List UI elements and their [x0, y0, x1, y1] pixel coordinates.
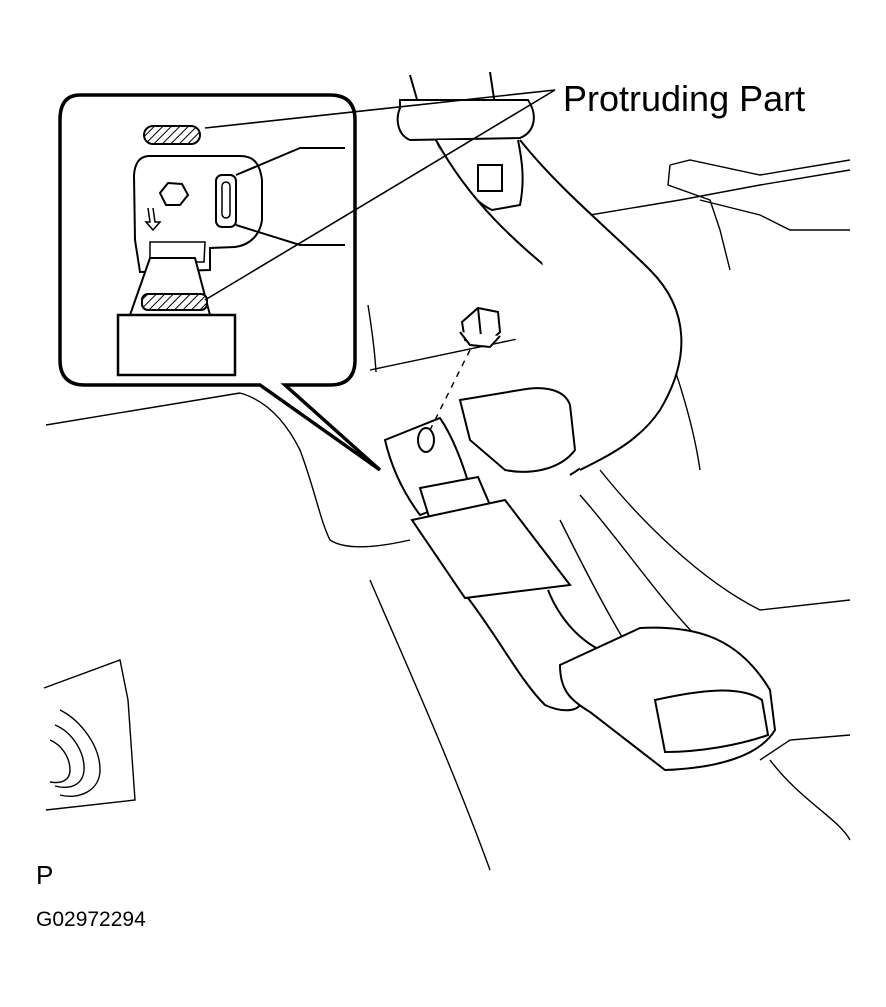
- view-code-label: P: [36, 860, 54, 890]
- figure-id-label: G02972294: [36, 908, 146, 931]
- vehicle-floor-outline: [44, 160, 850, 870]
- protruding-part-label: Protruding Part: [563, 78, 806, 119]
- lower-anchor-assembly: [385, 308, 775, 770]
- inset-detail-view: [60, 95, 380, 470]
- callout-leader-lines: [205, 90, 555, 300]
- upper-belt-webbing: [398, 72, 682, 475]
